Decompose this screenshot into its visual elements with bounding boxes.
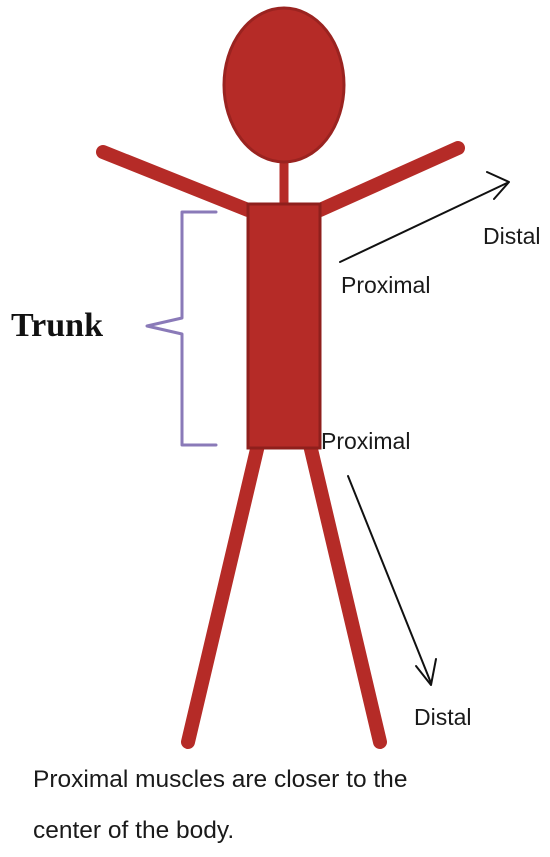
trunk-label: Trunk bbox=[11, 307, 103, 344]
leg-proximal-label: Proximal bbox=[321, 428, 410, 454]
left-leg bbox=[188, 445, 258, 742]
right-leg bbox=[310, 445, 380, 742]
arm-proximal-label: Proximal bbox=[341, 272, 430, 298]
head bbox=[224, 8, 344, 162]
trunk-bracket bbox=[147, 212, 216, 445]
caption-line-2: center of the body. bbox=[33, 817, 234, 844]
arm-distal-label: Distal bbox=[483, 223, 541, 249]
stick-figure-icon bbox=[103, 8, 458, 742]
left-arm bbox=[103, 152, 248, 210]
right-arm bbox=[320, 148, 458, 210]
torso bbox=[248, 204, 320, 448]
arm-arrowhead bbox=[487, 172, 509, 199]
leg-distal-label: Distal bbox=[414, 704, 472, 730]
caption-line-1: Proximal muscles are closer to the bbox=[33, 766, 407, 793]
